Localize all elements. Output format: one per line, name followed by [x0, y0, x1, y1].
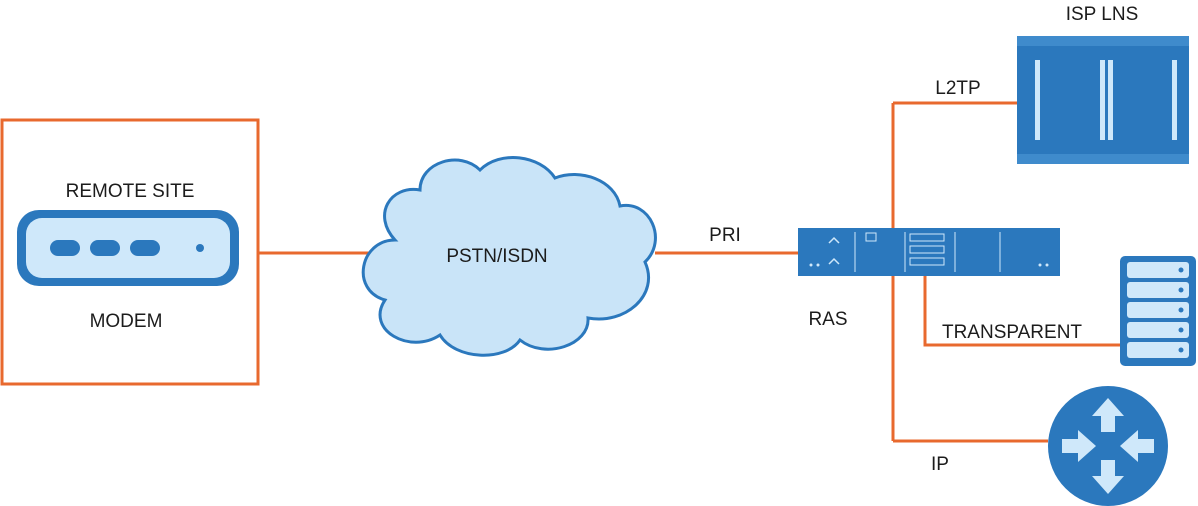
modem-icon: [17, 210, 239, 286]
modem-label: MODEM: [90, 311, 163, 332]
rack-device-icon: [798, 228, 1060, 276]
server-chassis-icon: [1017, 36, 1189, 164]
l2tp-label: L2TP: [935, 78, 980, 99]
router-icon: [1048, 386, 1168, 506]
modem-led-1: [50, 240, 80, 256]
ip-label: IP: [931, 454, 949, 475]
server-stack-icon: [1120, 256, 1196, 366]
connection-lines: [258, 101, 1120, 443]
remote-site-label: REMOTE SITE: [66, 181, 195, 202]
ras-label: RAS: [808, 309, 847, 330]
cloud-icon: [361, 156, 657, 357]
transparent-link: [923, 276, 1120, 347]
pri-label: PRI: [709, 225, 741, 246]
cloud-label: PSTN/ISDN: [446, 246, 547, 267]
modem-power-dot: [196, 244, 204, 252]
modem-led-2: [90, 240, 120, 256]
remote-site-box: [0, 118, 260, 386]
isp-lns-label: ISP LNS: [1066, 4, 1139, 25]
transparent-label: TRANSPARENT: [942, 322, 1082, 343]
modem-led-3: [130, 240, 160, 256]
